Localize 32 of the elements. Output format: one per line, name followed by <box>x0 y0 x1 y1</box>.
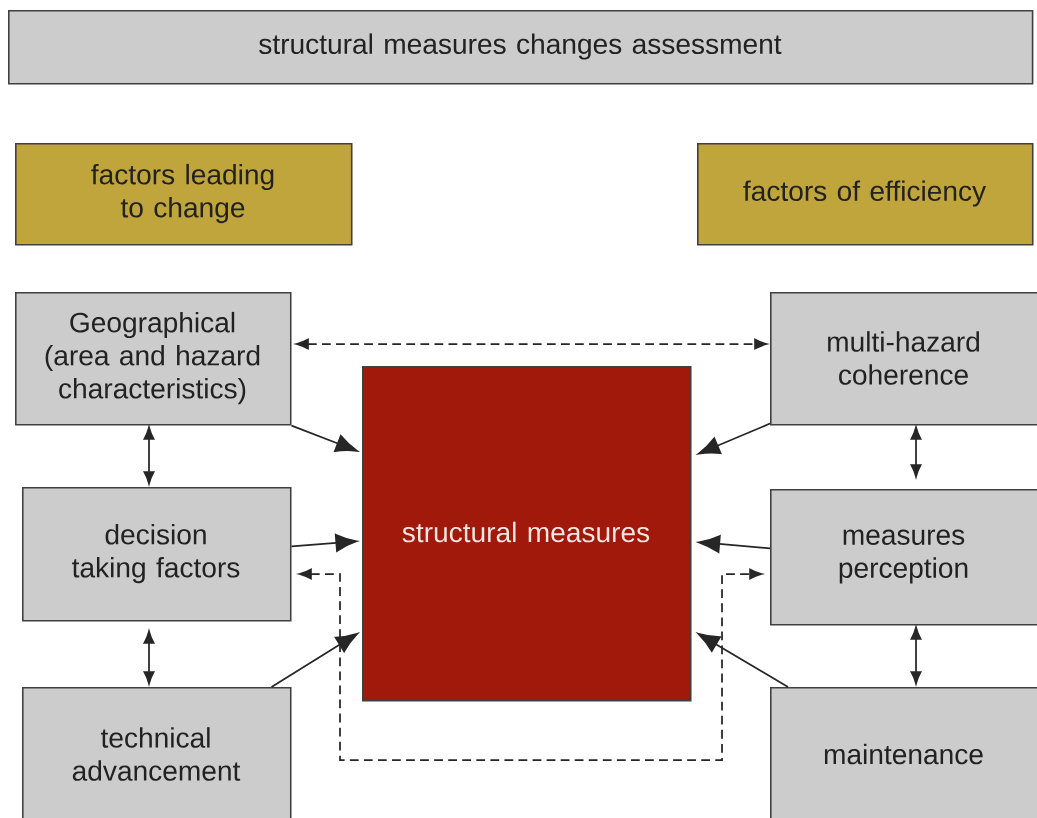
node-text: factors of efficiency <box>743 180 987 207</box>
factor-box <box>22 687 292 818</box>
node-text: factors leading to change <box>91 163 274 224</box>
arrow <box>910 426 922 478</box>
arrow <box>143 630 155 685</box>
node-text: technical advancement <box>72 727 241 781</box>
node-text: measures perception <box>839 529 968 584</box>
category-box <box>697 143 1034 246</box>
dashed-arrow <box>298 568 763 761</box>
category-box <box>15 143 353 246</box>
node-text: decision taking factors <box>72 523 240 584</box>
node-text: multi-hazard coherence <box>828 331 979 385</box>
factor-box <box>770 687 1037 818</box>
node-text: structural measures changes assessment <box>259 33 782 60</box>
factor-box <box>15 292 292 426</box>
factor-box <box>22 487 292 622</box>
node-text: Geographical (area and hazard characteristics) <box>45 311 260 405</box>
node-text: maintenance <box>824 743 983 765</box>
factor-box <box>770 292 1037 426</box>
factor-box <box>770 489 1037 626</box>
arrow <box>143 426 155 485</box>
arrow <box>270 632 358 688</box>
arrow <box>697 422 771 455</box>
title-box <box>8 10 1034 85</box>
central-box <box>362 366 692 702</box>
arrow <box>697 632 789 688</box>
dashed-arrow <box>295 338 768 350</box>
arrow <box>290 533 358 552</box>
node-text: structural measures <box>402 521 650 543</box>
arrow <box>290 424 358 452</box>
arrow <box>698 535 771 553</box>
arrow <box>910 626 922 685</box>
